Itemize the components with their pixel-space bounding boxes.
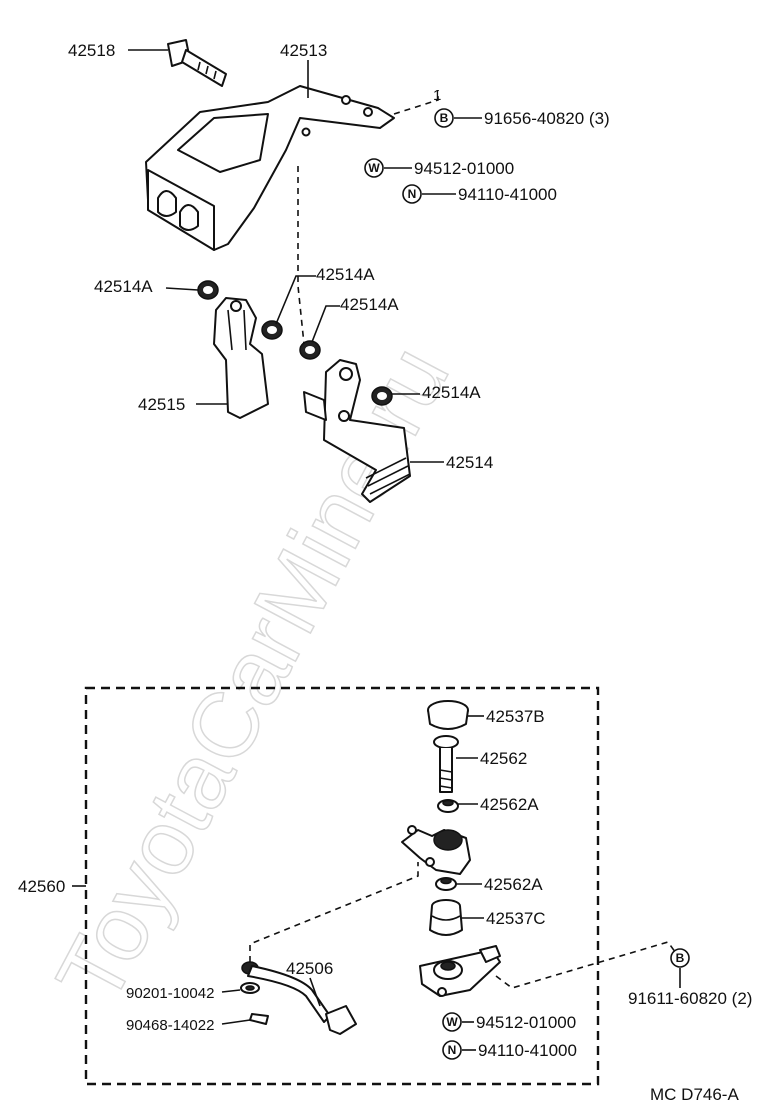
label-42514A-upper: 42514A <box>316 265 375 284</box>
washer-symbol-letter: W <box>368 161 380 175</box>
label-42514A-right: 42514A <box>422 383 481 402</box>
cap-42537B-drawing <box>427 700 469 730</box>
lever-42514-drawing <box>303 359 411 503</box>
nut-symbol-letter-lower: N <box>448 1043 457 1057</box>
figure-code: MC D746-A <box>650 1085 739 1104</box>
label-42514A-left: 42514A <box>94 277 153 296</box>
bolt-symbol-icon <box>434 108 454 128</box>
bushing-42562A-upper-drawing <box>437 799 459 813</box>
label-42518: 42518 <box>68 41 115 60</box>
label-42537B: 42537B <box>486 707 545 726</box>
callout-ref-number: 1 <box>433 87 441 104</box>
nut-symbol-icon-lower <box>442 1040 462 1060</box>
label-42514: 42514 <box>446 453 493 472</box>
bolt-symbol-letter-lower: B <box>676 951 685 965</box>
assembly-frame <box>84 686 600 1086</box>
label-90201-10042: 90201-10042 <box>126 985 214 1002</box>
label-42537C: 42537C <box>486 909 546 928</box>
label-42562: 42562 <box>480 749 527 768</box>
label-42562A-upper: 42562A <box>480 795 539 814</box>
label-42560: 42560 <box>18 877 65 896</box>
label-42513: 42513 <box>280 41 327 60</box>
label-42562A-lower: 42562A <box>484 875 543 894</box>
label-42514A-middle: 42514A <box>340 295 399 314</box>
pin-42562-drawing <box>433 735 459 793</box>
base-bracket-drawing <box>419 945 501 997</box>
label-91656-40820: 91656-40820 (3) <box>484 109 610 128</box>
nut-symbol-icon <box>402 184 422 204</box>
washer-symbol-icon <box>364 158 384 178</box>
bolt-symbol-letter: B <box>440 111 449 125</box>
bushing-42562A-lower-drawing <box>435 877 457 891</box>
label-90468-14022: 90468-14022 <box>126 1017 214 1034</box>
lever-42515-drawing <box>213 297 269 419</box>
ball-bracket-drawing <box>401 825 471 875</box>
label-94110-top: 94110-41000 <box>458 185 557 204</box>
washer-symbol-icon-lower <box>442 1012 462 1032</box>
bolt-symbol-icon-lower <box>670 948 690 968</box>
nut-symbol-letter: N <box>408 187 417 201</box>
label-94512-top: 94512-01000 <box>414 159 514 178</box>
bracket-42513-drawing <box>145 85 395 251</box>
label-42506: 42506 <box>286 959 333 978</box>
label-42515: 42515 <box>138 395 185 414</box>
label-91611-60820: 91611-60820 (2) <box>628 989 752 1008</box>
bushings-42514A-drawing <box>197 280 393 406</box>
boot-42537C-drawing <box>429 899 463 936</box>
label-94110-bottom: 94110-41000 <box>478 1041 577 1060</box>
link-42506-drawing <box>240 961 357 1035</box>
label-94512-bottom: 94512-01000 <box>476 1013 576 1032</box>
washer-symbol-letter-lower: W <box>446 1015 458 1029</box>
bolt-42518-drawing <box>167 39 227 87</box>
